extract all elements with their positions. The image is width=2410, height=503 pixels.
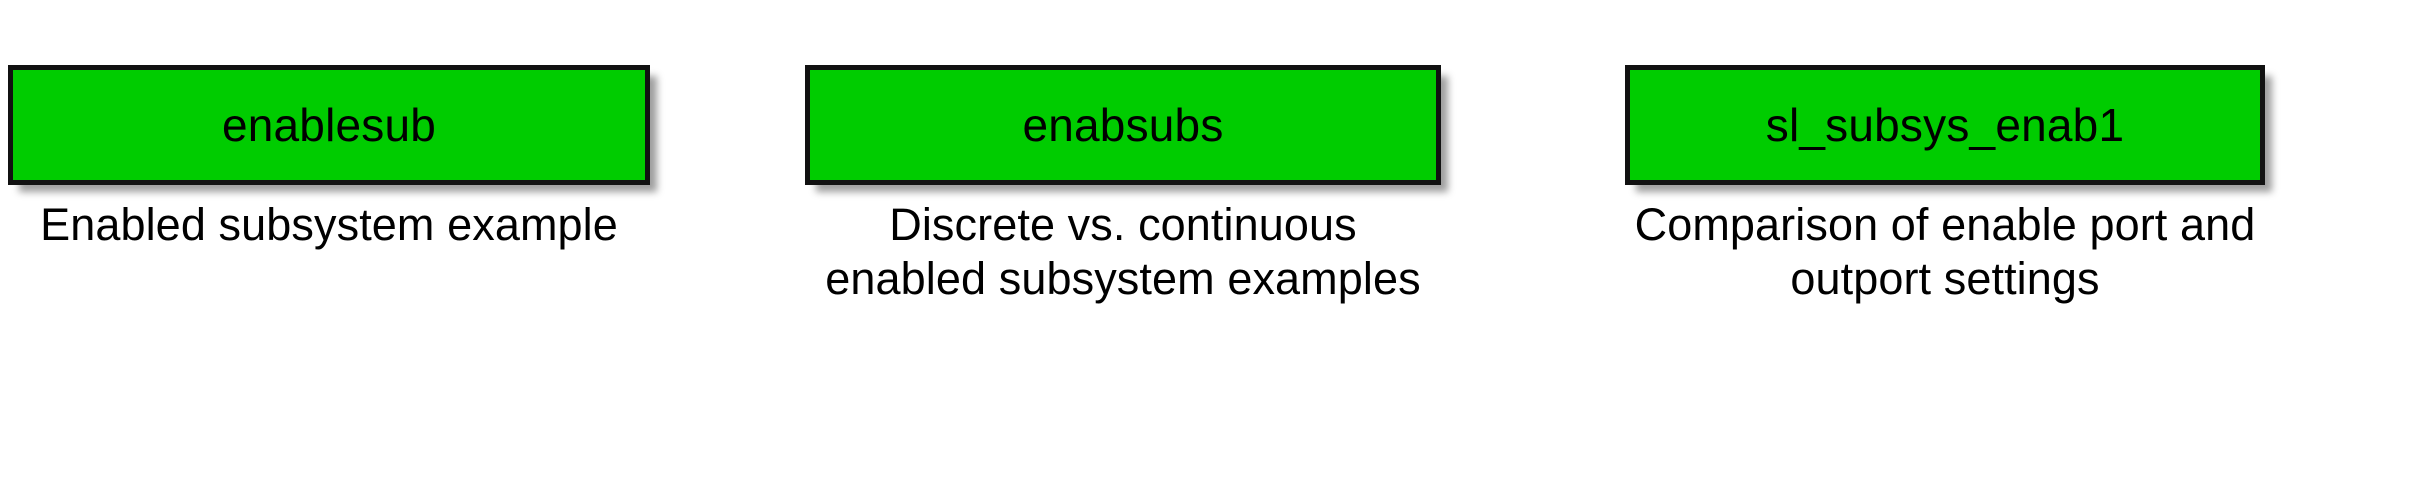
example-caption: Discrete vs. continuous enabled subsyste… (825, 199, 1421, 304)
model-block-label: enablesub (221, 98, 437, 151)
example-caption: Comparison of enable port and outport se… (1634, 199, 2256, 304)
model-block-label: enabsubs (1022, 98, 1224, 151)
example-card-sl-subsys-enab1: sl_subsys_enab1 Comparison of enable por… (1625, 0, 2265, 503)
model-block-label: sl_subsys_enab1 (1765, 98, 2125, 151)
example-card-enablesub: enablesub Enabled subsystem example (8, 0, 650, 503)
model-block-enabsubs[interactable]: enabsubs (805, 65, 1441, 185)
model-block-enablesub[interactable]: enablesub (8, 65, 650, 185)
example-caption: Enabled subsystem example (40, 199, 618, 250)
example-card-enabsubs: enabsubs Discrete vs. continuous enabled… (805, 0, 1441, 503)
model-block-sl-subsys-enab1[interactable]: sl_subsys_enab1 (1625, 65, 2265, 185)
